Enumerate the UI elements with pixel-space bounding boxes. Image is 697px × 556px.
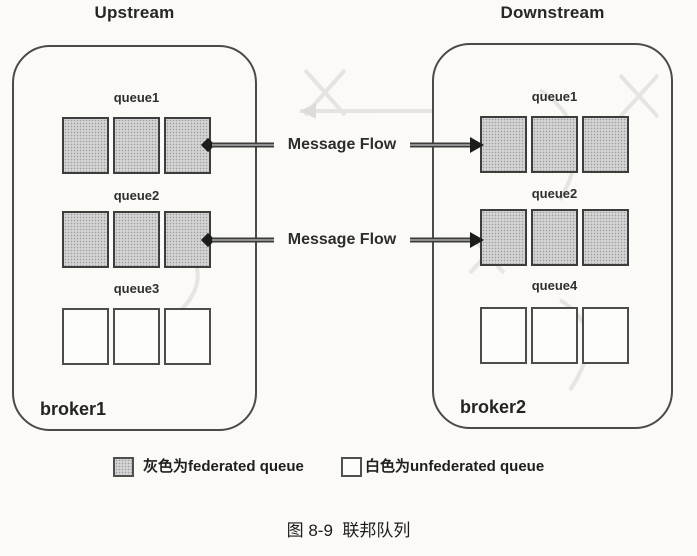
message-slot: [62, 211, 109, 268]
unfederated-legend-label: 白色为unfederated queue: [365, 458, 545, 475]
broker1-queue3-slots: [62, 308, 211, 365]
message-slot: [582, 307, 629, 364]
broker1-label: broker1: [40, 399, 107, 419]
message-slot: [62, 117, 109, 174]
message-slot: [480, 116, 527, 173]
message-slot: [531, 209, 578, 266]
message-slot: [113, 211, 160, 268]
message-slot: [164, 117, 211, 174]
broker2-queue1-label: queue1: [531, 89, 578, 104]
broker1-queue2-label: queue2: [113, 188, 160, 203]
federated-swatch: [113, 457, 134, 477]
upstream-title: Upstream: [94, 3, 175, 22]
message-slot: [582, 209, 629, 266]
message-flow-1: Message Flow: [200, 132, 485, 158]
broker2-queue1-slots: [480, 116, 629, 173]
message-slot: [113, 117, 160, 174]
broker1-container: queue1 queue2 queue3 broker1: [12, 45, 257, 431]
message-slot: [113, 308, 160, 365]
flow-line-left: [212, 237, 274, 243]
message-slot: [164, 211, 211, 268]
message-slot: [480, 209, 527, 266]
unfederated-swatch: [341, 457, 362, 477]
broker1-queue1-label: queue1: [113, 90, 160, 105]
broker2-queue2-slots: [480, 209, 629, 266]
downstream-title: Downstream: [500, 3, 605, 22]
broker1-queue3-label: queue3: [113, 281, 160, 296]
figure-caption: 图 8-9 联邦队列: [286, 521, 411, 540]
message-slot: [480, 307, 527, 364]
broker1-queue2-slots: [62, 211, 211, 268]
message-flow-label: Message Flow: [287, 136, 397, 153]
broker1-queue1-slots: [62, 117, 211, 174]
flow-line-right: [410, 237, 472, 243]
flow-line-left: [212, 142, 274, 148]
federated-legend-label: 灰色为federated queue: [143, 458, 304, 475]
broker2-queue2-label: queue2: [531, 186, 578, 201]
broker2-label: broker2: [460, 397, 527, 417]
broker2-queue4-slots: [480, 307, 629, 364]
message-slot: [582, 116, 629, 173]
message-slot: [531, 116, 578, 173]
broker2-queue4-label: queue4: [531, 278, 578, 293]
flow-line-right: [410, 142, 472, 148]
message-slot: [62, 308, 109, 365]
arrowhead-icon: [470, 137, 484, 153]
message-flow-2: Message Flow: [200, 227, 485, 253]
legend: 灰色为federated queue 白色为unfederated queue: [0, 455, 697, 481]
arrowhead-icon: [470, 232, 484, 248]
message-slot: [164, 308, 211, 365]
broker2-container: queue1 queue2 queue4 broker2: [432, 43, 673, 429]
message-flow-label: Message Flow: [287, 231, 397, 248]
message-slot: [531, 307, 578, 364]
